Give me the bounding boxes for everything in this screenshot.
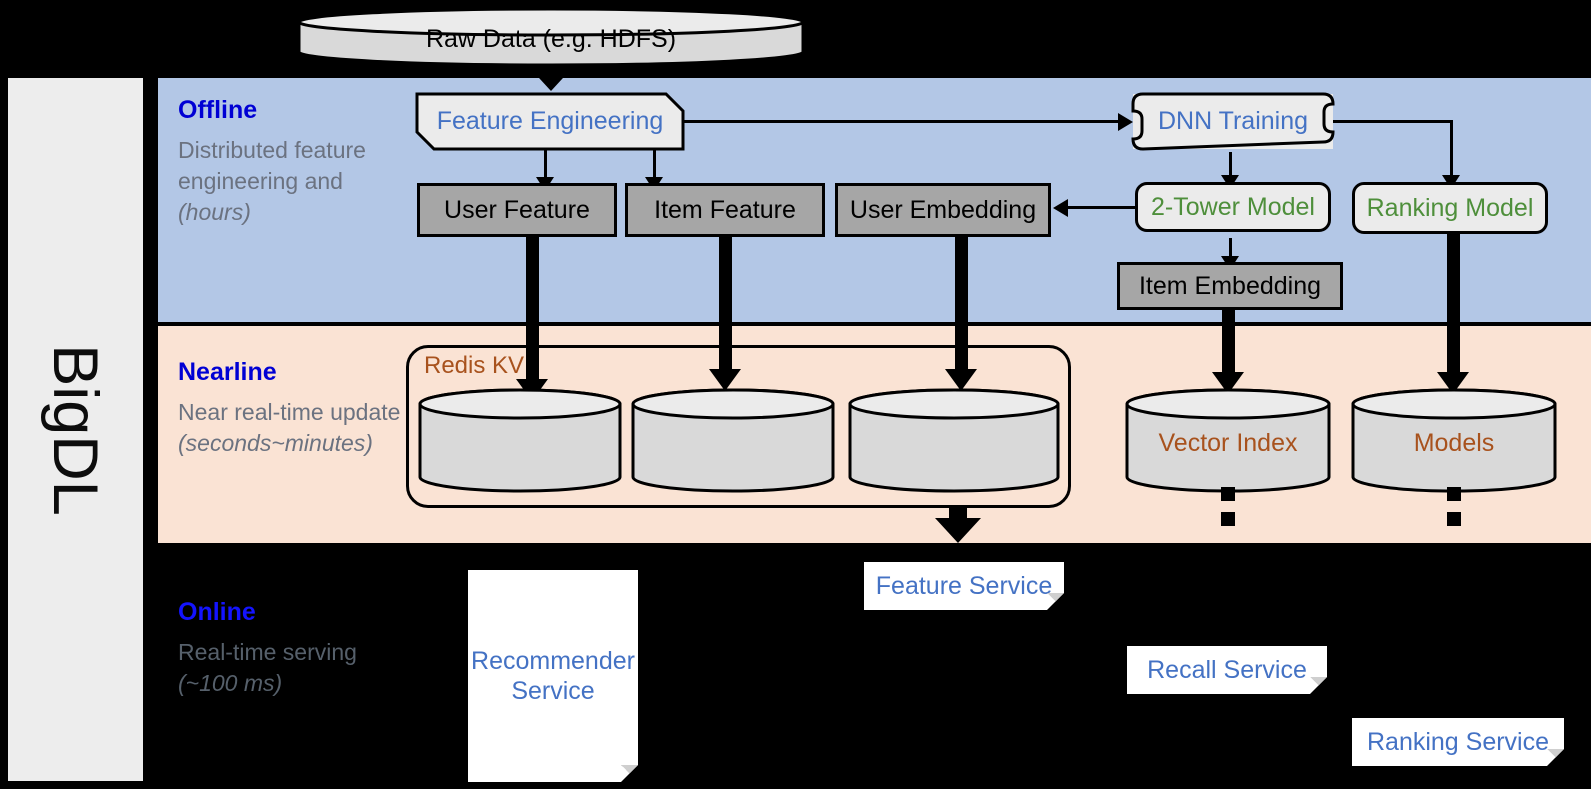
2-tower-model-label: 2-Tower Model bbox=[1151, 192, 1315, 221]
arrowhead-itemembedding-vectorindex bbox=[1212, 372, 1244, 394]
feature-service-label: Feature Service bbox=[875, 572, 1053, 600]
ranking-service-label: Ranking Service bbox=[1366, 728, 1550, 756]
note-ranking-service[interactable]: Ranking Service bbox=[1352, 718, 1564, 766]
node-user-feature[interactable]: User Feature bbox=[417, 183, 617, 237]
models-label: Models bbox=[1413, 428, 1495, 457]
nearline-title: Nearline bbox=[178, 358, 277, 386]
note-recall-service[interactable]: Recall Service bbox=[1127, 646, 1327, 694]
edge-fe-itemfeature bbox=[653, 149, 656, 181]
node-2-tower-model[interactable]: 2-Tower Model bbox=[1135, 182, 1331, 232]
nearline-caption: Nearline Near real-time update (seconds~… bbox=[178, 358, 408, 459]
connector-models-b bbox=[1447, 512, 1461, 526]
redis-kv-label: Redis KV bbox=[424, 352, 525, 379]
online-subtitle-em: (~100 ms) bbox=[178, 669, 283, 696]
online-title: Online bbox=[178, 598, 256, 626]
arrowhead-rankingmodel-models bbox=[1437, 372, 1469, 394]
node-feature-engineering[interactable]: Feature Engineering bbox=[417, 94, 683, 149]
nearline-subtitle: Near real-time update (seconds~minutes) bbox=[178, 397, 408, 459]
edge-2tower-userembedding bbox=[1068, 206, 1137, 209]
arrowhead-userembedding-store3 bbox=[945, 369, 977, 391]
dnn-training-outline bbox=[1131, 92, 1335, 151]
item-embedding-label: Item Embedding bbox=[1138, 271, 1322, 300]
edge-dnn-2tower bbox=[1229, 152, 1232, 180]
nearline-subtitle-em: (seconds~minutes) bbox=[178, 429, 373, 456]
cylinder-store-3[interactable] bbox=[847, 387, 1061, 494]
arrowhead-rawdata-fe bbox=[528, 66, 574, 91]
note-recommender-service[interactable]: Recommender Service bbox=[468, 570, 638, 782]
dnn-training-label: DNN Training bbox=[1157, 107, 1309, 136]
edge-dnn-ranking-v bbox=[1450, 120, 1453, 180]
arrowhead-store3-featureservice bbox=[935, 518, 981, 543]
recommender-service-label: Recommender Service bbox=[471, 647, 635, 705]
arrowhead-fe-dnn bbox=[1118, 113, 1133, 131]
node-ranking-model[interactable]: Ranking Model bbox=[1352, 182, 1548, 234]
online-subtitle: Real-time serving (~100 ms) bbox=[178, 637, 408, 699]
offline-caption: Offline Distributed feature engineering … bbox=[178, 96, 408, 227]
edge-itemfeature-store2 bbox=[719, 237, 732, 377]
ranking-model-label: Ranking Model bbox=[1366, 193, 1534, 222]
edge-userfeature-store1 bbox=[526, 237, 539, 387]
redis-kv-container bbox=[406, 345, 1071, 508]
connector-vectorindex-b bbox=[1221, 512, 1235, 526]
nearline-subtitle-text: Near real-time update bbox=[178, 399, 401, 425]
online-subtitle-text: Real-time serving bbox=[178, 639, 357, 665]
offline-subtitle-text: Distributed feature engineering and bbox=[178, 137, 366, 194]
raw-data-label: Raw Data (e.g. HDFS) bbox=[425, 24, 677, 53]
bigdl-rail: BigDL bbox=[8, 78, 143, 781]
node-dnn-training[interactable]: DNN Training bbox=[1133, 94, 1333, 149]
offline-subtitle: Distributed feature engineering and (hou… bbox=[178, 135, 408, 227]
edge-2tower-itemembedding bbox=[1229, 238, 1232, 262]
note-feature-service[interactable]: Feature Service bbox=[864, 562, 1064, 610]
edge-fe-userfeature bbox=[544, 149, 547, 181]
arrowhead-itemfeature-store2 bbox=[709, 369, 741, 391]
offline-title: Offline bbox=[178, 96, 258, 124]
arrowhead-2tower-userembedding bbox=[1053, 199, 1068, 217]
node-item-feature[interactable]: Item Feature bbox=[625, 183, 825, 237]
edge-userembedding-store3 bbox=[955, 237, 968, 377]
edge-itemembedding-vectorindex bbox=[1222, 310, 1235, 380]
feature-engineering-label: Feature Engineering bbox=[436, 107, 664, 136]
user-embedding-label: User Embedding bbox=[849, 195, 1037, 224]
edge-fe-dnn bbox=[683, 120, 1120, 123]
edge-rankingmodel-models bbox=[1447, 234, 1460, 380]
offline-subtitle-em: (hours) bbox=[178, 198, 251, 225]
edge-dnn-ranking-h bbox=[1333, 120, 1453, 123]
cylinder-store-1[interactable] bbox=[417, 387, 623, 494]
vector-index-label: Vector Index bbox=[1158, 428, 1298, 457]
raw-data-cylinder: Raw Data (e.g. HDFS) bbox=[296, 6, 806, 68]
cylinder-vector-index[interactable]: Vector Index bbox=[1124, 387, 1332, 494]
item-feature-label: Item Feature bbox=[654, 195, 796, 224]
connector-vectorindex-a bbox=[1221, 487, 1235, 501]
node-user-embedding[interactable]: User Embedding bbox=[835, 183, 1051, 237]
connector-models-a bbox=[1447, 487, 1461, 501]
cylinder-models[interactable]: Models bbox=[1350, 387, 1558, 494]
cylinder-store-2[interactable] bbox=[630, 387, 836, 494]
bigdl-label: BigDL bbox=[40, 344, 110, 516]
online-caption: Online Real-time serving (~100 ms) bbox=[178, 598, 408, 699]
node-item-embedding[interactable]: Item Embedding bbox=[1117, 262, 1343, 310]
recall-service-label: Recall Service bbox=[1147, 656, 1307, 684]
user-feature-label: User Feature bbox=[444, 195, 590, 224]
